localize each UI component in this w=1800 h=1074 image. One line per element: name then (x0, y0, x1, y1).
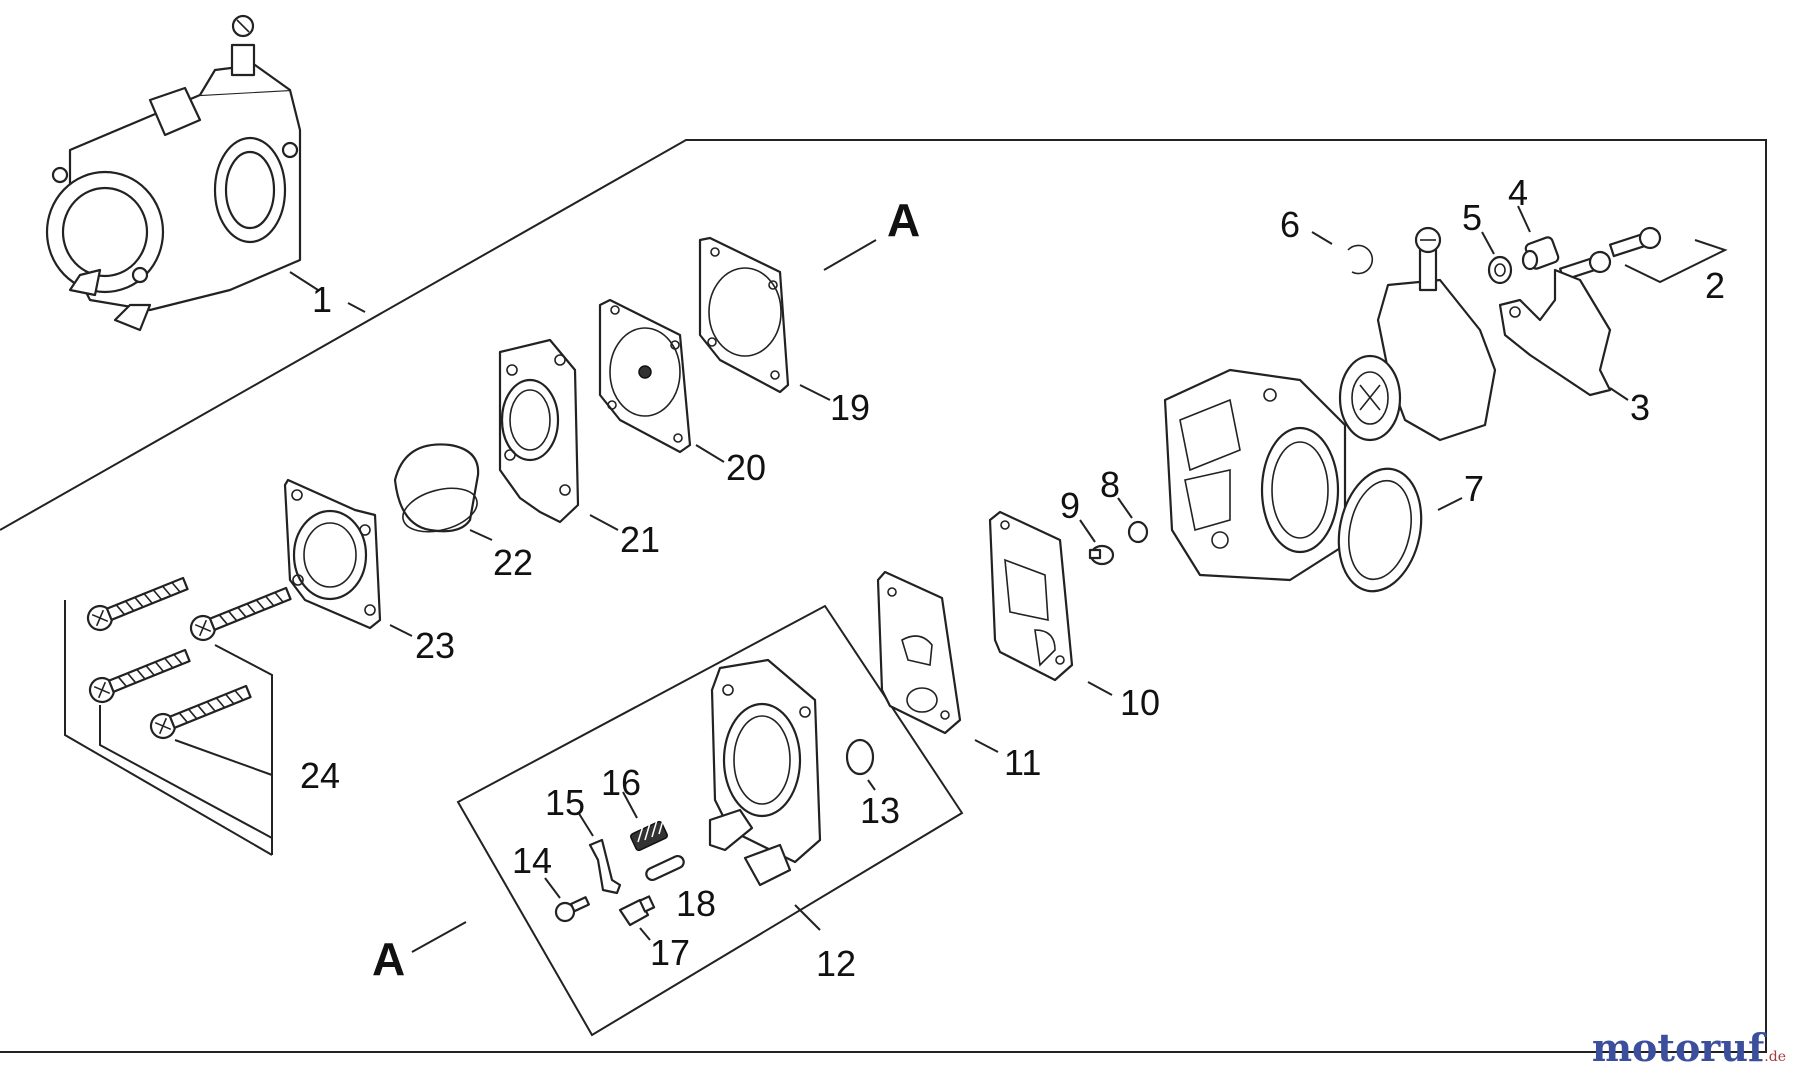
label-2: 2 (1705, 265, 1725, 306)
label-15: 15 (545, 782, 585, 823)
part-24-screws[interactable] (84, 572, 292, 741)
part-20-diaphragm[interactable] (598, 298, 692, 454)
label-1: 1 (312, 279, 332, 320)
part-1-carburetor-assembly[interactable] (45, 14, 302, 332)
label-19: 19 (830, 387, 870, 428)
frame-outline (0, 139, 1767, 1053)
throttle-assembly[interactable] (1338, 226, 1497, 442)
label-14: 14 (512, 840, 552, 881)
part-12-metering-body[interactable] (708, 658, 822, 887)
label-21: 21 (620, 519, 660, 560)
part-11-gasket[interactable] (876, 570, 962, 735)
carburetor-body[interactable] (1163, 368, 1347, 582)
part-4-adjuster[interactable] (1521, 236, 1560, 271)
label-6: 6 (1280, 204, 1300, 245)
label-9: 9 (1060, 485, 1080, 526)
part-17-needle[interactable] (618, 895, 656, 927)
part-16-spring[interactable] (630, 816, 668, 852)
label-4: 4 (1508, 172, 1528, 213)
label-3: 3 (1630, 387, 1650, 428)
label-11: 11 (1004, 742, 1041, 783)
section-a-marker-bottom: A (372, 933, 405, 985)
label-16: 16 (601, 762, 641, 803)
part-23-primer-plate[interactable] (283, 478, 382, 630)
label-7: 7 (1464, 468, 1484, 509)
label-24: 24 (300, 755, 340, 796)
part-15-inlet-lever[interactable] (588, 838, 622, 895)
part-12-kit-frame (456, 604, 964, 1037)
label-23: 23 (415, 625, 455, 666)
label-17: 17 (650, 932, 690, 973)
part-19-gasket[interactable] (698, 236, 790, 394)
part-22-primer-bulb[interactable] (393, 443, 482, 539)
label-13: 13 (860, 790, 900, 831)
part-14-screw[interactable] (554, 896, 590, 923)
part-6-snap-ring[interactable] (1347, 244, 1374, 275)
part-21-pump-cover[interactable] (498, 338, 580, 524)
part-18-pin[interactable] (644, 854, 685, 882)
label-8: 8 (1100, 464, 1120, 505)
section-a-marker-top: A (887, 194, 920, 246)
label-22: 22 (493, 542, 533, 583)
label-10: 10 (1120, 682, 1160, 723)
part-8-washer[interactable] (1127, 520, 1149, 544)
part-10-gasket[interactable] (988, 510, 1074, 682)
part-3-bracket[interactable] (1498, 268, 1612, 397)
part-9-screw[interactable] (1088, 544, 1115, 566)
label-18: 18 (676, 883, 716, 924)
part-5-washer[interactable] (1487, 255, 1513, 285)
part-2-screws[interactable] (1559, 225, 1663, 283)
watermark-logo: motoruf.de (1591, 1025, 1786, 1070)
part-7-ring-gasket[interactable] (1328, 461, 1432, 599)
part-13-o-ring[interactable] (845, 738, 875, 776)
label-5: 5 (1462, 197, 1482, 238)
label-20: 20 (726, 447, 766, 488)
label-12: 12 (816, 943, 856, 984)
